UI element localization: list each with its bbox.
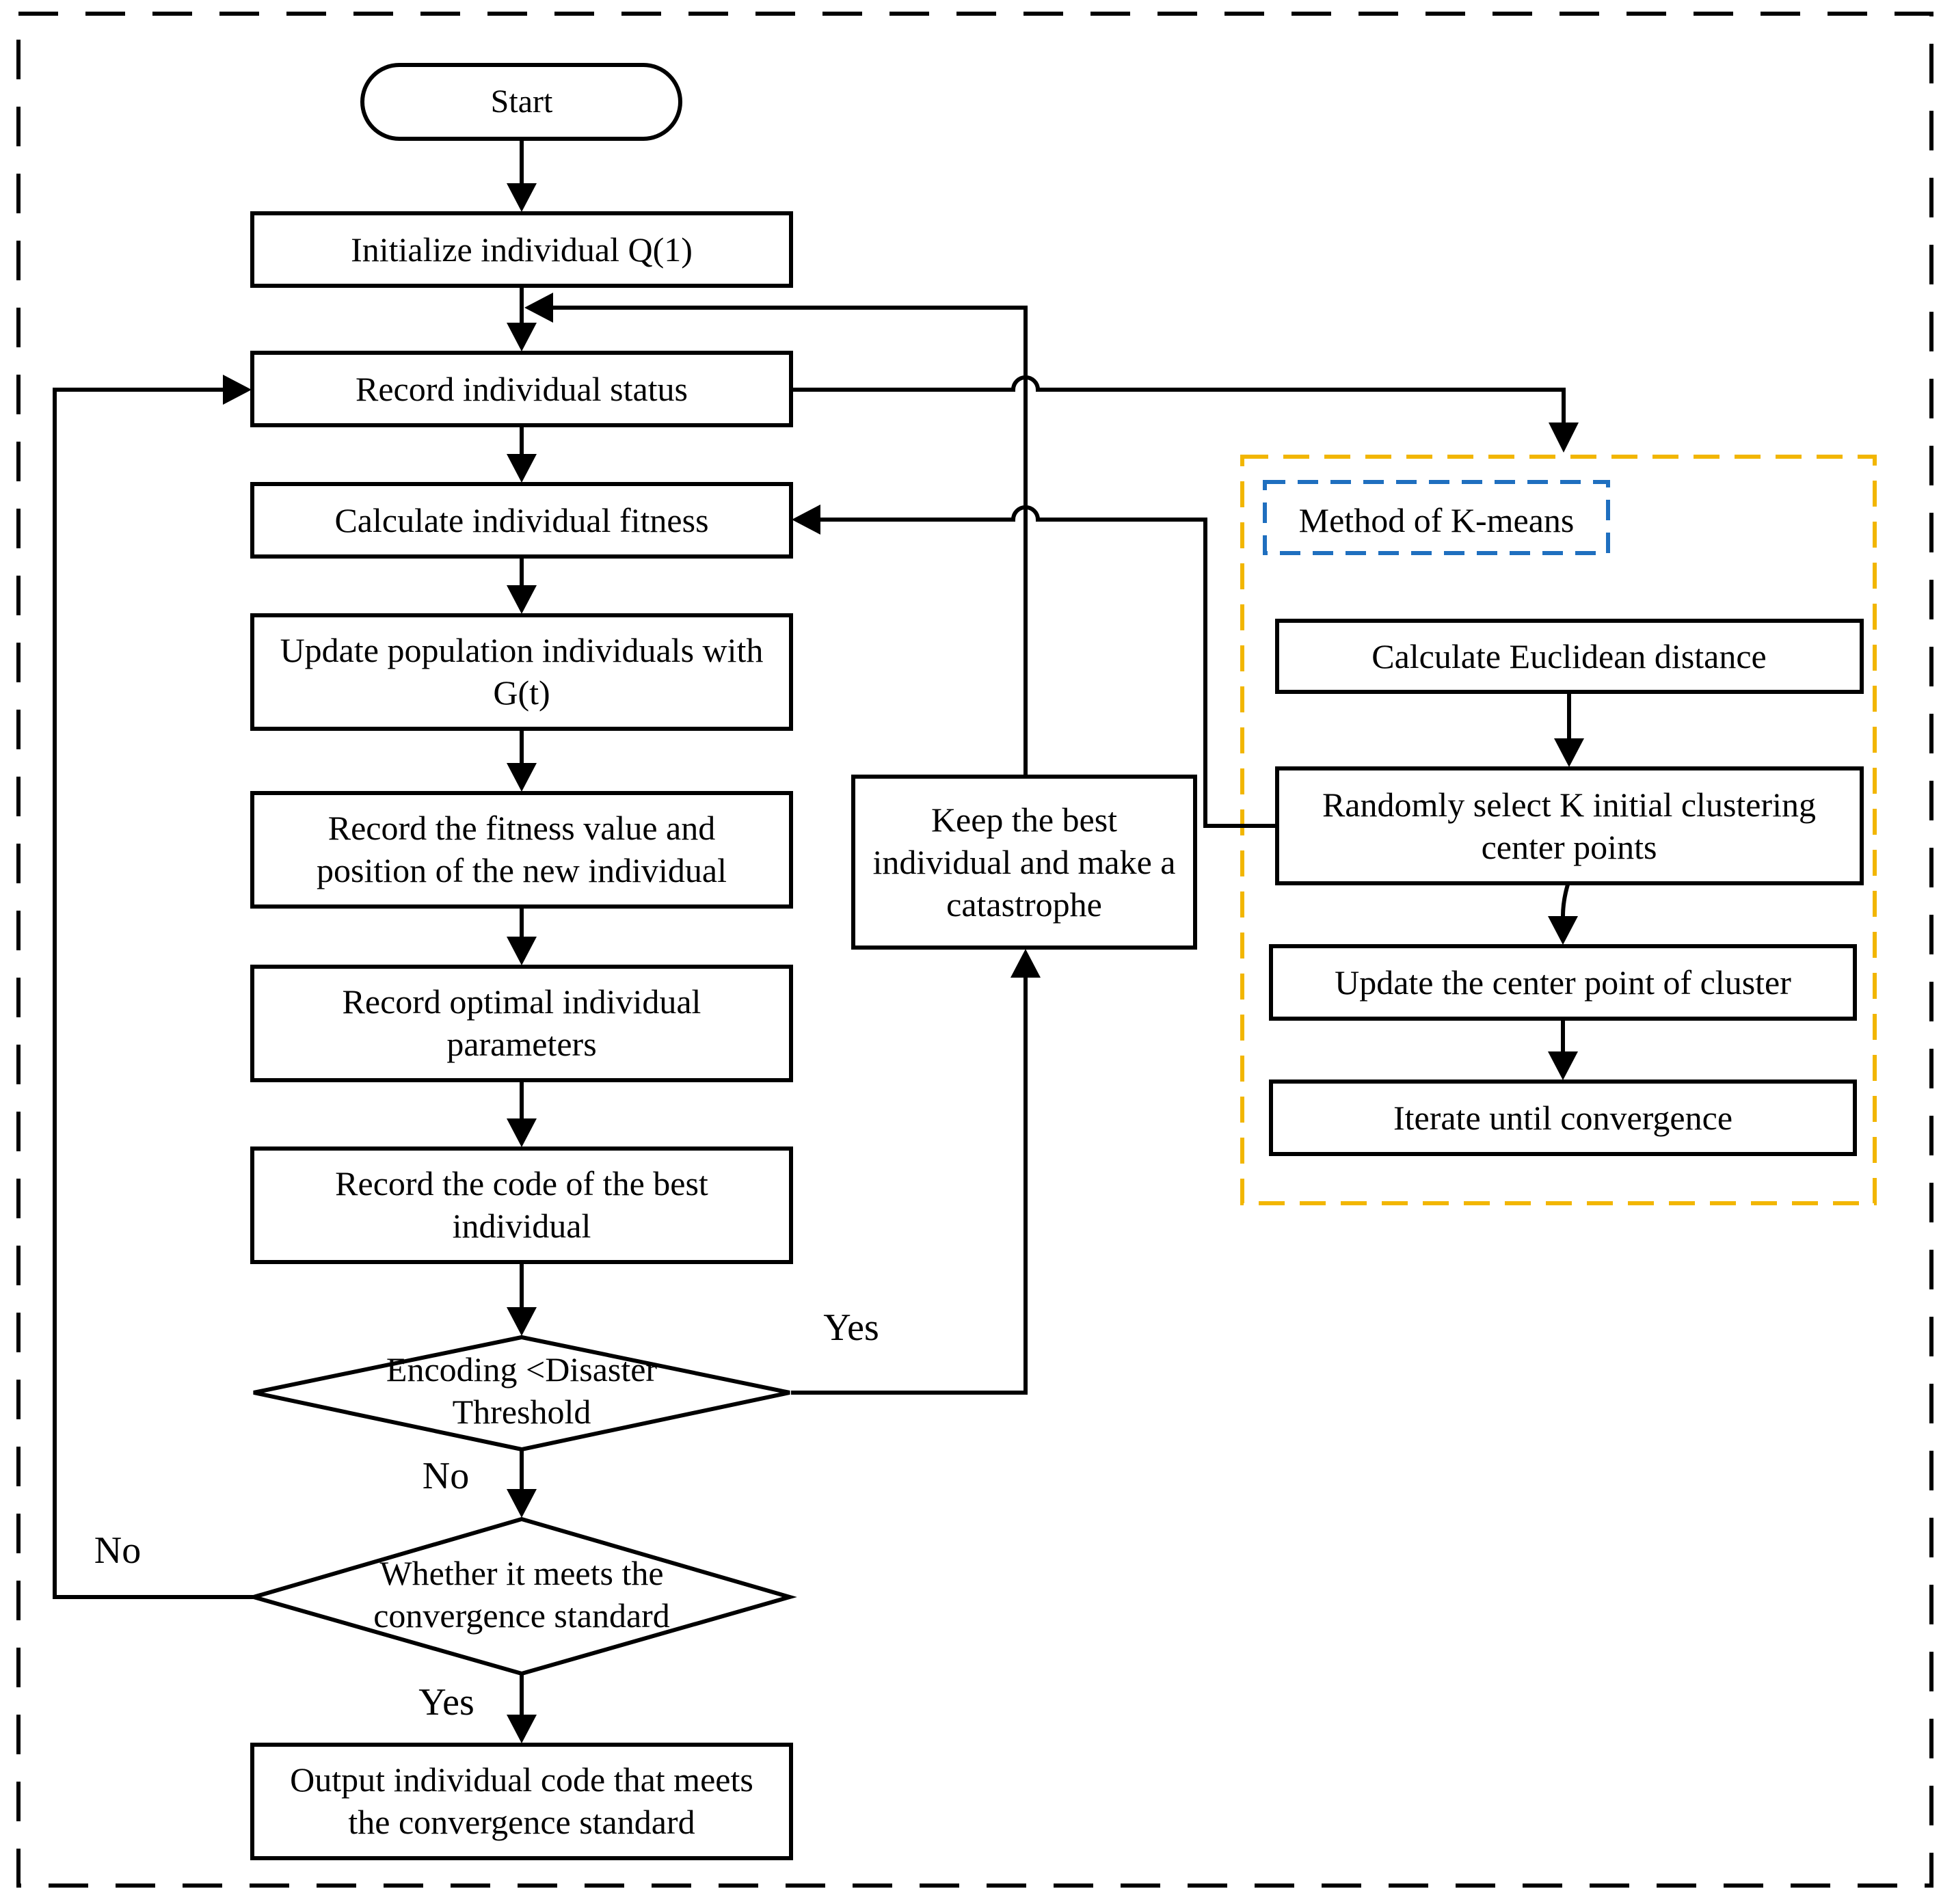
convergence-yes-label: Yes — [418, 1681, 474, 1724]
svg-text:individual: individual — [453, 1207, 591, 1245]
kmeans-iterate-box: Iterate until convergence — [1269, 1080, 1857, 1156]
svg-text:Record individual status: Record individual status — [356, 370, 688, 408]
svg-text:Record optimal individual: Record optimal individual — [343, 982, 701, 1021]
svg-text:individual and make a: individual and make a — [873, 843, 1176, 881]
kmeans-update-center-box: Update the center point of cluster — [1269, 944, 1857, 1021]
kmeans-title-frame — [1263, 480, 1610, 555]
svg-text:position of the new individual: position of the new individual — [317, 851, 727, 889]
kmeans-euclidean-box: Calculate Euclidean distance — [1275, 619, 1864, 694]
svg-text:center points: center points — [1482, 828, 1657, 866]
svg-text:Threshold: Threshold — [453, 1393, 591, 1431]
svg-text:Keep the best: Keep the best — [931, 801, 1117, 839]
kmeans-random-select-box: Randomly select K initial clustering cen… — [1275, 766, 1864, 885]
svg-text:Initialize individual Q(1): Initialize individual Q(1) — [351, 230, 693, 269]
svg-text:Update the center point of clu: Update the center point of cluster — [1335, 963, 1791, 1002]
record-status-box: Record individual status — [250, 351, 793, 427]
svg-text:Calculate Euclidean distance: Calculate Euclidean distance — [1371, 637, 1767, 675]
record-fitness-position-box: Record the fitness value and position of… — [250, 791, 793, 909]
svg-text:parameters: parameters — [446, 1025, 596, 1063]
update-population-box: Update population individuals with G(t) — [250, 613, 793, 731]
svg-text:Record the fitness value and: Record the fitness value and — [328, 809, 715, 847]
encoding-yes-label: Yes — [823, 1306, 879, 1349]
record-best-code-box: Record the code of the best individual — [250, 1147, 793, 1264]
encoding-decision: Encoding <Disaster Threshold — [253, 1335, 790, 1452]
output-box: Output individual code that meets the co… — [250, 1743, 793, 1860]
svg-text:Record the code of the best: Record the code of the best — [335, 1164, 708, 1203]
svg-text:Output individual code that me: Output individual code that meets — [290, 1760, 753, 1799]
kmeans-title: Method of K-means — [1299, 501, 1575, 539]
svg-text:Calculate individual fitness: Calculate individual fitness — [334, 501, 708, 539]
start-label: Start — [491, 83, 553, 120]
convergence-no-label: No — [94, 1529, 141, 1572]
svg-text:catastrophe: catastrophe — [946, 885, 1102, 924]
svg-text:Whether it meets the: Whether it meets the — [379, 1554, 663, 1592]
svg-text:Iterate until convergence: Iterate until convergence — [1393, 1099, 1732, 1137]
encoding-no-label: No — [423, 1455, 469, 1497]
catastrophe-box: Keep the best individual and make a cata… — [851, 775, 1197, 950]
outer-frame — [16, 12, 1933, 1888]
calc-fitness-box: Calculate individual fitness — [250, 482, 793, 559]
svg-text:convergence standard: convergence standard — [373, 1596, 670, 1635]
svg-text:the convergence standard: the convergence standard — [348, 1803, 695, 1841]
svg-text:G(t): G(t) — [493, 673, 550, 712]
svg-text:Encoding <Disaster: Encoding <Disaster — [386, 1350, 658, 1389]
record-optimal-box: Record optimal individual parameters — [250, 965, 793, 1082]
start-node: Start — [360, 63, 682, 141]
init-box: Initialize individual Q(1) — [250, 211, 793, 288]
svg-text:Update population individuals: Update population individuals with — [280, 631, 764, 669]
connectors — [53, 140, 1584, 1743]
kmeans-group-frame — [1240, 455, 1877, 1205]
convergence-decision: Whether it meets the convergence standar… — [246, 1516, 797, 1676]
svg-text:Randomly select K initial clus: Randomly select K initial clustering — [1322, 786, 1816, 824]
